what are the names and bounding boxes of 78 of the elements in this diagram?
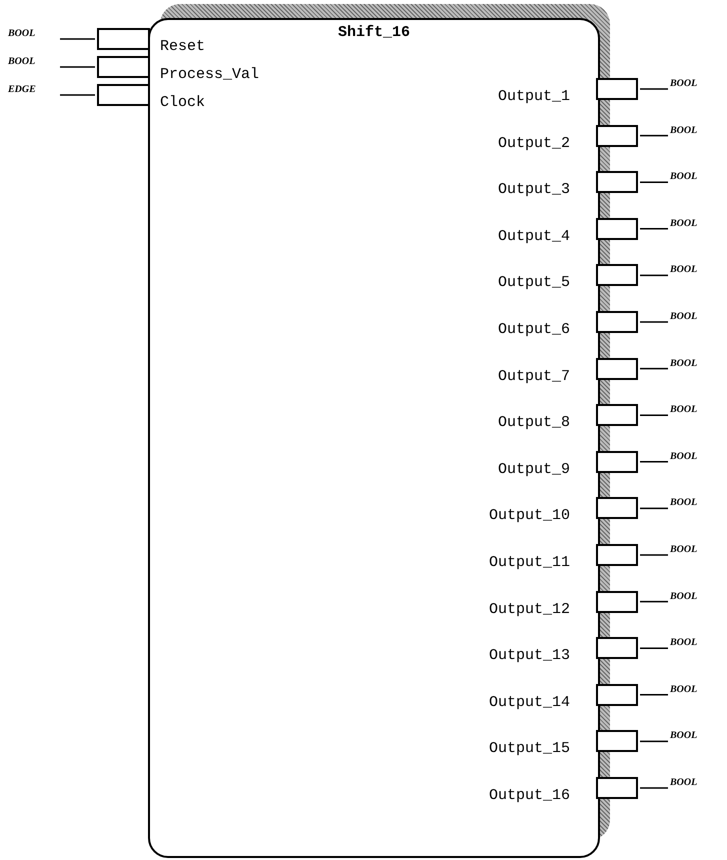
data-type: BOOL (670, 730, 720, 752)
data-type: BOOL (670, 404, 720, 426)
wire (640, 647, 668, 649)
pin-box (596, 358, 638, 380)
pin-name: Output_14 (488, 692, 570, 713)
wire (640, 88, 668, 90)
data-type: BOOL (8, 56, 58, 78)
pin-box (596, 218, 638, 240)
pin-name: Output_13 (488, 646, 570, 666)
wire (640, 368, 668, 370)
pin-name: Process_Val (160, 65, 260, 85)
pin-name: Output_15 (488, 739, 570, 760)
pin-box (596, 264, 638, 286)
wire (640, 740, 668, 742)
wire (640, 414, 668, 416)
pin-box (596, 544, 638, 566)
data-type: BOOL (670, 777, 720, 799)
data-type: BOOL (670, 590, 720, 613)
wire (640, 787, 668, 789)
pin-name: Output_3 (498, 180, 570, 200)
pin-name: Output_6 (498, 320, 570, 340)
data-type: BOOL (8, 28, 58, 50)
wire (60, 66, 95, 68)
wire (640, 554, 668, 556)
data-type: BOOL (670, 264, 720, 286)
data-type: BOOL (670, 311, 720, 333)
data-type: BOOL (670, 497, 720, 520)
wire (640, 600, 668, 602)
data-type: EDGE (8, 84, 58, 106)
pin-box (596, 311, 638, 333)
data-type: BOOL (670, 637, 720, 660)
data-type: BOOL (670, 544, 720, 566)
pin-name: Clock (160, 93, 206, 113)
data-type: BOOL (670, 78, 720, 100)
pin-box (596, 124, 638, 147)
pin-box (596, 171, 638, 194)
pin-name: Output_2 (498, 134, 570, 154)
pin-name: Output_4 (498, 226, 570, 247)
pin-box (596, 450, 638, 473)
data-type: BOOL (670, 450, 720, 473)
pin-name: Output_5 (498, 273, 570, 294)
wire (640, 694, 668, 696)
pin-box (596, 404, 638, 426)
pin-name: Reset (160, 37, 206, 57)
pin-name: Output_7 (498, 366, 570, 387)
wire (640, 461, 668, 463)
pin-box (97, 84, 150, 106)
pin-name: Output_9 (498, 460, 570, 480)
pin-name: Output_11 (488, 553, 570, 573)
wire (640, 228, 668, 230)
pin-box (596, 497, 638, 520)
pin-box (596, 684, 638, 706)
wire (640, 321, 668, 323)
pin-name: Output_10 (488, 506, 570, 526)
pin-box (97, 28, 150, 50)
wire (640, 134, 668, 136)
data-type: BOOL (670, 171, 720, 194)
pin-box (596, 730, 638, 752)
data-type: BOOL (670, 684, 720, 706)
block-title: Shift_16 (336, 24, 411, 41)
pin-box (596, 637, 638, 660)
pin-box (596, 777, 638, 799)
pin-name: Output_16 (488, 786, 570, 806)
pin-name: Output_12 (488, 600, 570, 620)
wire (640, 508, 668, 510)
pin-box (596, 78, 638, 100)
wire (60, 94, 95, 96)
pin-name: Output_8 (498, 413, 570, 434)
data-type: BOOL (670, 124, 720, 147)
pin-box (97, 56, 150, 78)
data-type: BOOL (670, 358, 720, 380)
data-type: BOOL (670, 218, 720, 240)
pin-name: Output_1 (498, 87, 570, 107)
wire (640, 274, 668, 276)
pin-box (596, 590, 638, 613)
wire (640, 181, 668, 183)
function-block (148, 18, 600, 858)
wire (60, 38, 95, 40)
